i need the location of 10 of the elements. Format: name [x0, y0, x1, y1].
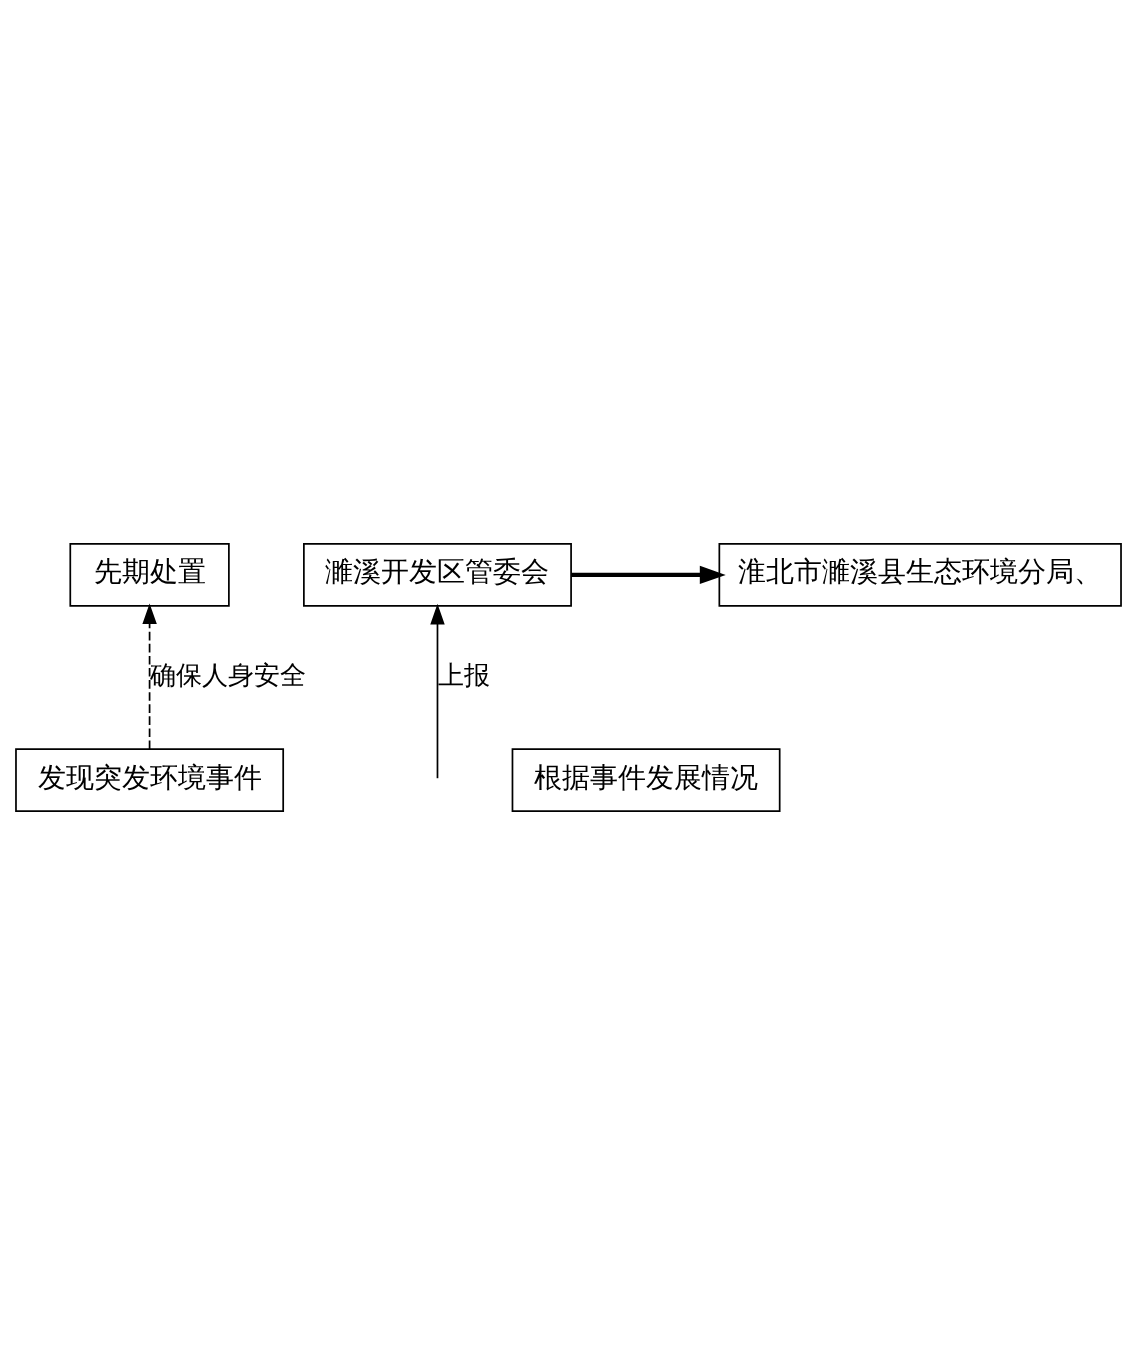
arrow	[430, 603, 445, 779]
node-box: 发现突发环境事件	[15, 747, 285, 812]
node-box: 濉溪开发区管委会	[303, 542, 572, 607]
edge-label: 上报	[438, 659, 491, 690]
node-box: 先期处置	[69, 542, 230, 607]
arrow	[571, 565, 726, 584]
node-box: 淮北市濉溪县生态环境分局、	[718, 542, 1122, 607]
arrow	[142, 602, 157, 750]
node-box: 根据事件发展情况	[511, 747, 781, 812]
edge-label: 确保人身安全	[150, 659, 307, 690]
